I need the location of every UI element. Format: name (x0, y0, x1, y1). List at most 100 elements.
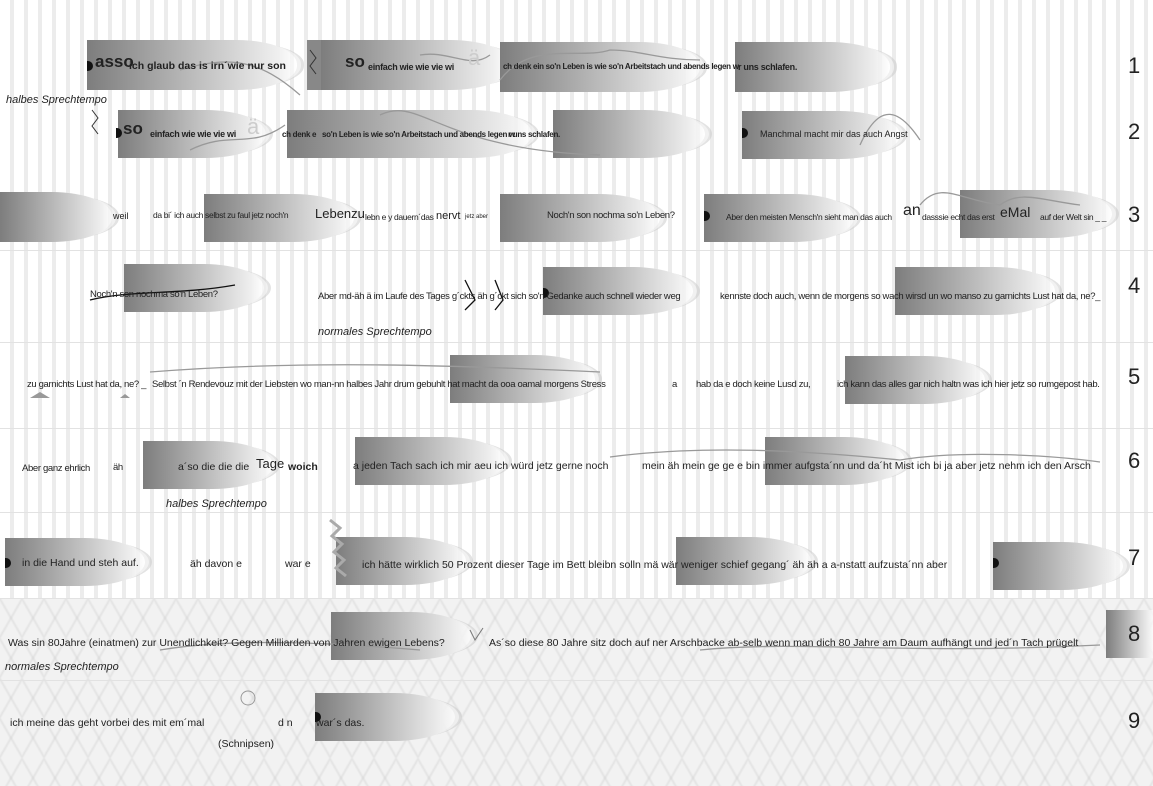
row-divider (0, 512, 1153, 513)
row-divider (0, 680, 1153, 681)
voice-block (993, 542, 1123, 590)
row-number: 2 (1128, 119, 1141, 144)
lyric-text: Noch'n son nochma so'n Leben? (547, 210, 675, 221)
tempo-marking: normales Sprechtempo (5, 661, 119, 673)
lyric-text: asso (95, 52, 134, 71)
voice-block (450, 355, 595, 403)
row-number: 1 (1128, 53, 1141, 78)
lyric-text: ich hätte wirklich 50 Prozent dieser Tag… (362, 559, 948, 571)
row-number: 5 (1128, 364, 1141, 389)
performance-note: (Schnipsen) (218, 738, 275, 750)
entry-marker (543, 288, 549, 298)
voice-block (500, 194, 660, 242)
lyric-text: da bi´ ich auch selbst zu faul jetz noch… (153, 210, 289, 220)
entry-marker (704, 211, 710, 221)
row-number: 3 (1128, 202, 1141, 227)
tempo-marking: normales Sprechtempo (318, 326, 432, 338)
lyric-text: d n (278, 717, 293, 729)
lyric-text: nervt (436, 210, 461, 222)
row-divider (0, 598, 1153, 599)
lyric-text: war´s das. (316, 717, 365, 729)
lyric-text: ich kann das alles gar nich haltn was ic… (837, 379, 1100, 390)
lyric-text: ich glaub das is irn´wie nur son (129, 60, 286, 72)
lyric-text: ch denk e (282, 130, 317, 139)
row-number: 7 (1128, 545, 1141, 570)
lyric-text: Lebenzu (315, 206, 365, 221)
row-number: 8 (1128, 621, 1141, 646)
voice-block (5, 538, 145, 586)
lyric-text: auf der Welt sin _ _ (1040, 212, 1107, 222)
lyric-text: ich meine das geht vorbei des mit em´mal (10, 717, 205, 729)
patterned-background (0, 598, 1153, 786)
lyric-text: ch denk ein so'n Leben is wie so'n Arbei… (503, 62, 739, 71)
entry-marker (315, 712, 321, 722)
voice-block (735, 42, 890, 92)
voice-block (704, 194, 854, 242)
voice-block (845, 356, 985, 404)
lyric-text: ä (468, 45, 481, 70)
lyric-text: hab da e doch keine Lusd zu, (696, 379, 811, 390)
entry-marker (993, 558, 999, 568)
lyric-text: äh davon e (190, 558, 242, 570)
lyric-text: weil (113, 211, 129, 221)
lyric-text: As´so diese 80 Jahre sitz doch auf ner A… (489, 637, 1079, 649)
lyric-text: r uns schlafen. (738, 62, 798, 72)
row-number: 4 (1128, 273, 1141, 298)
voice-block (543, 267, 693, 315)
voice-block (553, 110, 705, 158)
lyric-text: kennste doch auch, wenn de morgens so wa… (720, 291, 1101, 302)
lyric-text: Aber md-äh ä im Laufe des Tages g´ckts ä… (318, 291, 681, 302)
tempo-marking: halbes Sprechtempo (166, 498, 267, 510)
voice-block (895, 267, 1055, 315)
voice-block (0, 192, 112, 242)
lyric-text: mein äh mein ge ge e bin immer aufgsta´n… (642, 460, 1091, 472)
row-number: 6 (1128, 448, 1141, 473)
lyric-text: zu garnichts Lust hat da, ne? _ (27, 379, 147, 390)
lyric-text: äh (113, 462, 123, 473)
voice-block (143, 441, 273, 489)
lyric-text: an (903, 202, 921, 219)
entry-marker (5, 558, 11, 568)
lyric-text: einfach wie wie vie wi (150, 129, 236, 139)
row-divider (0, 428, 1153, 429)
lyric-text: Selbst ´n Rendevouz mit der Liebsten wo … (152, 379, 606, 390)
lyric-text: in die Hand und steh auf. (22, 557, 139, 569)
row-divider (0, 342, 1153, 343)
lyric-text: lebn e y dauern´das (365, 212, 434, 222)
row-number: 9 (1128, 708, 1141, 733)
lyric-text: r uns schlafen. (508, 130, 560, 139)
lyric-text: dasssie echt das erst (922, 212, 995, 222)
entry-marker (87, 61, 93, 71)
lyric-text: so'n Leben is wie so'n Arbeitstach und a… (322, 130, 515, 139)
lyric-text: jetz aber (465, 214, 489, 220)
lyric-text: eMal (1000, 204, 1031, 220)
lyric-text: Tage (256, 456, 285, 471)
lyric-text: Was sin 80Jahre (einatmen) zur Unendlich… (8, 637, 445, 649)
voice-block (315, 693, 455, 741)
lyric-text: war e (285, 558, 311, 570)
row-divider (0, 250, 1153, 251)
lyric-text: Noch'n son nochma so'n Leben? (90, 289, 218, 300)
voice-block (676, 537, 811, 585)
lyric-text: a (672, 379, 677, 390)
entry-marker (742, 128, 748, 138)
lyric-text: a jeden Tach sach ich mir aeu ich würd j… (353, 460, 609, 472)
lyric-text: Aber den meisten Mensch'n sieht man das … (726, 212, 892, 222)
lyric-text: Manchmal macht mir das auch Angst (760, 129, 908, 139)
voice-block (1106, 610, 1153, 658)
lyric-text: woich (288, 461, 318, 473)
voice-block (336, 537, 466, 585)
voice-block (307, 40, 511, 90)
voice-block (124, 264, 264, 312)
voice-block (355, 437, 505, 485)
lyric-text: so (123, 119, 143, 138)
entry-marker (116, 128, 122, 138)
voice-block (331, 612, 471, 660)
voice-block (204, 194, 354, 242)
lyric-text: ä (247, 114, 260, 139)
lyric-text: einfach wie wie vie wi (368, 62, 454, 72)
tempo-marking: halbes Sprechtempo (6, 94, 107, 106)
lyric-text: so (345, 52, 365, 71)
lyric-text: Aber ganz ehrlich (22, 463, 90, 474)
lyric-text: a´so die die die (178, 461, 250, 473)
